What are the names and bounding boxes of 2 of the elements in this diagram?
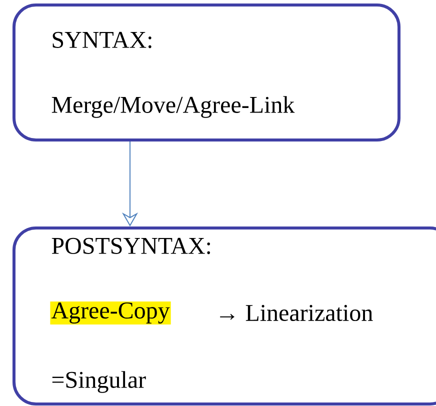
process-box: SYNTAX: Merge/Move/Agree-Link [12,4,400,142]
process-box: POSTSYNTAX: Agree-Copy → Linearization =Singular [12,226,436,406]
